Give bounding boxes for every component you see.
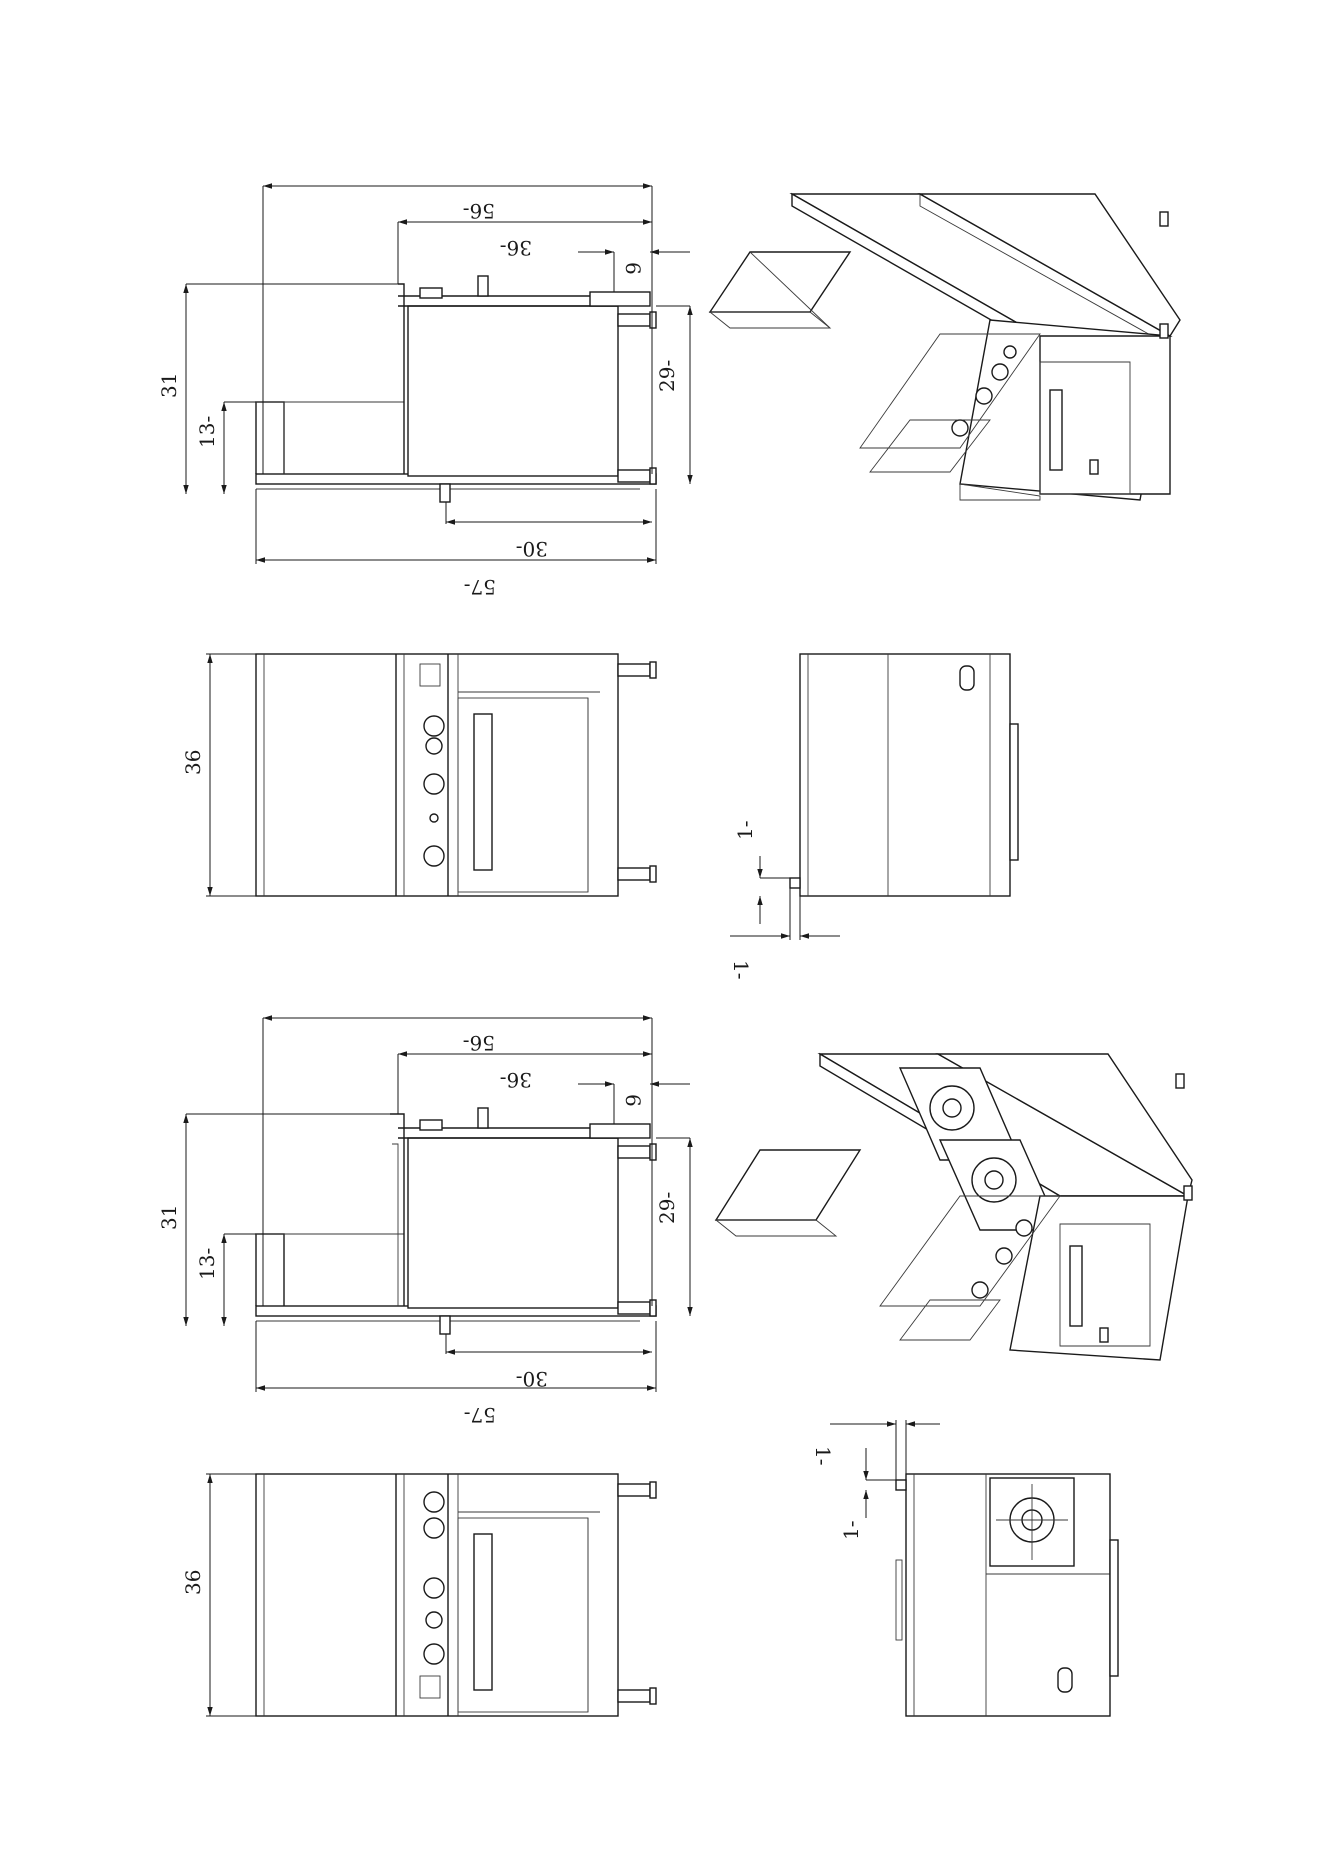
bottom-end-dim-small-b: 1- — [811, 1446, 835, 1465]
top-side-elevation: 56- 36- 6 31 13- 29- 30- 57- — [157, 186, 690, 599]
bottom-side-dim-body-top: 36- — [500, 1068, 532, 1092]
top-side-dim-body-top: 36- — [500, 236, 532, 260]
bottom-front-elevation: 36 — [181, 1474, 656, 1716]
bottom-end-elevation: 1- 1- — [811, 1420, 1118, 1716]
bottom-side-dim-shelf-height: 13- — [195, 1248, 219, 1280]
bottom-side-dim-backsplash: 6 — [621, 1094, 645, 1107]
top-front-dim-width: 36 — [181, 750, 205, 775]
bottom-side-dim-height-total: 31 — [157, 1205, 181, 1230]
top-side-dim-foot-depth: 30- — [516, 537, 548, 561]
top-side-dim-backsplash: 6 — [621, 262, 645, 275]
top-end-elevation: 1- 1- — [729, 654, 1018, 979]
top-isometric-view — [710, 194, 1180, 500]
bottom-side-dim-body-height: 29- — [655, 1192, 679, 1224]
bottom-side-dim-overall-bottom: 57- — [464, 1403, 496, 1427]
top-end-dim-small-b: 1- — [729, 960, 753, 979]
top-side-dim-height-total: 31 — [157, 373, 181, 398]
top-side-dim-shelf-height: 13- — [195, 416, 219, 448]
bottom-front-dim-width: 36 — [181, 1570, 205, 1595]
bottom-side-dim-overall-top: 56- — [463, 1031, 495, 1055]
top-end-dim-small-a: 1- — [733, 821, 757, 840]
top-side-dim-overall-top: 56- — [463, 199, 495, 223]
top-side-dim-overall-bottom: 57- — [464, 575, 496, 599]
top-front-elevation: 36 — [181, 654, 656, 896]
bottom-side-elevation: 56- 36- 6 31 13- 29- 30- 57- — [157, 1018, 690, 1427]
bottom-side-dim-foot-depth: 30- — [516, 1367, 548, 1391]
bottom-isometric-view — [716, 1054, 1192, 1360]
top-side-dim-body-height: 29- — [655, 360, 679, 392]
bottom-end-dim-small-a: 1- — [839, 1521, 863, 1540]
